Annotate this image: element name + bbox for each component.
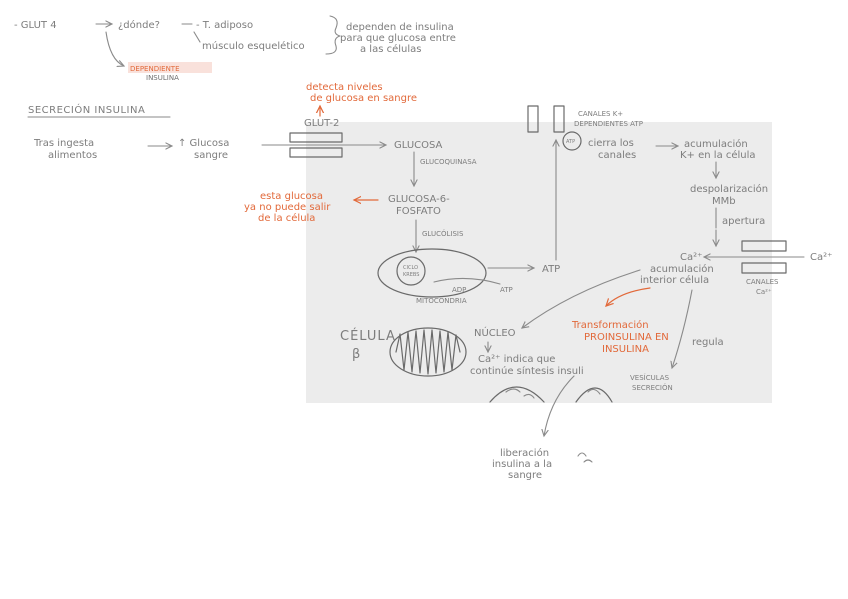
section-heading: SECRECIÓN INSULINA [28, 103, 145, 116]
mitochondrion [377, 248, 487, 298]
highlight-dependiente [128, 62, 212, 73]
dependiente-tag: DEPENDIENTE [130, 65, 180, 73]
glucoquinasa-label: GLUCOQUINASA [420, 158, 477, 166]
ca-nucleo-line1: Ca²⁺ indica que [478, 354, 555, 365]
transform-line2: PROINSULINA EN [584, 332, 669, 343]
ca-in-label: Ca²⁺ [680, 252, 702, 263]
ca-nucleo-line2: continúe síntesis insuli [470, 365, 584, 377]
transform-line1: Transformación [571, 319, 649, 331]
regula-label: regula [692, 337, 724, 348]
adp-label: ADP [452, 286, 466, 294]
atp-label: ATP [542, 264, 560, 275]
katp-line2: DEPENDIENTES ATP [574, 120, 643, 128]
despol-line1: despolarización [690, 183, 768, 195]
donde-label: ¿dónde? [118, 19, 160, 31]
trapped-line1: esta glucosa [260, 191, 323, 202]
sensor-line1: detecta niveles [306, 82, 383, 93]
ca-out-label: Ca²⁺ [810, 252, 832, 263]
atp-small-label: ATP [500, 286, 513, 294]
arrow-ca-vesiculas [672, 289, 693, 368]
blood-line1: ↑ Glucosa [178, 138, 229, 149]
transform-line3: INSULINA [602, 344, 649, 355]
sensor-line2: de glucosa en sangre [310, 93, 417, 104]
nucleo-label: NÚCLEO [474, 326, 516, 339]
glucosa-label: GLUCOSA [394, 140, 443, 151]
arrow-to-dependiente [105, 31, 124, 66]
blood-line2: sangre [194, 150, 228, 161]
liberacion-line2: insulina a la [492, 459, 552, 470]
krebs-cycle-icon [396, 256, 426, 286]
g6p-line1: GLUCOSA-6- [388, 194, 450, 205]
ca-channels-line1: CANALES [746, 278, 779, 286]
cierra-line1: cierra los [588, 138, 634, 149]
katp-channel-left [527, 105, 539, 133]
arrow-release [544, 375, 575, 436]
glut2-label: GLUT-2 [304, 118, 339, 129]
cierra-line2: canales [598, 150, 636, 161]
apertura-label: apertura [722, 216, 765, 227]
liberacion-line3: sangre [508, 470, 542, 481]
musculo-label: músculo esquelético [202, 40, 305, 52]
katp-line1: CANALES K+ [578, 110, 623, 118]
ca-channel-bottom [741, 262, 787, 274]
kacum-line2: K+ en la célula [680, 149, 756, 161]
trapped-line3: de la célula [258, 212, 315, 224]
katp-channel-right [553, 105, 565, 133]
beta-cell-nucleus [389, 327, 467, 377]
atp-tag-circle [562, 131, 582, 151]
g6p-line2: FOSFATO [396, 206, 441, 217]
vesicle-right-content [587, 388, 601, 395]
ca-channel-top [741, 240, 787, 252]
intake-line1: Tras ingesta [33, 138, 94, 149]
ciclo-line1: CICLO [403, 265, 418, 271]
glut4-label: - GLUT 4 [14, 20, 57, 31]
atp-tag: ATP [566, 139, 575, 145]
arrow-ca-transform [606, 287, 651, 306]
celula-line1: CÉLULA [340, 328, 396, 344]
mito-label: MITOCONDRIA [416, 297, 467, 305]
released-insulin-doodle [577, 452, 593, 463]
arrow-ca-nucleo [522, 269, 641, 328]
chromatin-scribble [395, 329, 461, 375]
adp-atp-curve [433, 277, 501, 285]
vesicle-right [575, 387, 613, 403]
brace-glut4 [325, 15, 341, 55]
insulina-tag: INSULINA [146, 74, 179, 82]
ca-acum-line1: acumulación [650, 263, 714, 275]
branch-musculo [193, 31, 201, 43]
ca-acum-line2: interior célula [640, 274, 709, 286]
depend-line2: para que glucosa entre [340, 33, 456, 44]
intake-line2: alimentos [48, 150, 97, 161]
celula-line2: β [352, 347, 360, 362]
ca-channels-line2: Ca²⁺ [756, 288, 772, 296]
kacum-line1: acumulación [684, 138, 748, 150]
vesicle-left [489, 386, 545, 403]
trapped-line2: ya no puede salir [244, 202, 331, 213]
depend-line1: dependen de insulina [346, 22, 454, 33]
vesicle-left-content [505, 388, 535, 399]
despol-line2: MMb [712, 196, 736, 207]
glut2-channel-bottom [289, 147, 343, 158]
adiposo-label: - T. adiposo [196, 20, 253, 31]
depend-line3: a las células [360, 43, 421, 55]
glut2-channel-top [289, 132, 343, 143]
glucolisis-label: GLUCÓLISIS [422, 229, 464, 238]
vesiculas-line1: VESÍCULAS [630, 373, 670, 382]
ciclo-line2: KREBS [403, 272, 419, 278]
vesiculas-line2: SECRECIÓN [632, 383, 673, 392]
liberacion-line1: liberación [500, 447, 549, 459]
